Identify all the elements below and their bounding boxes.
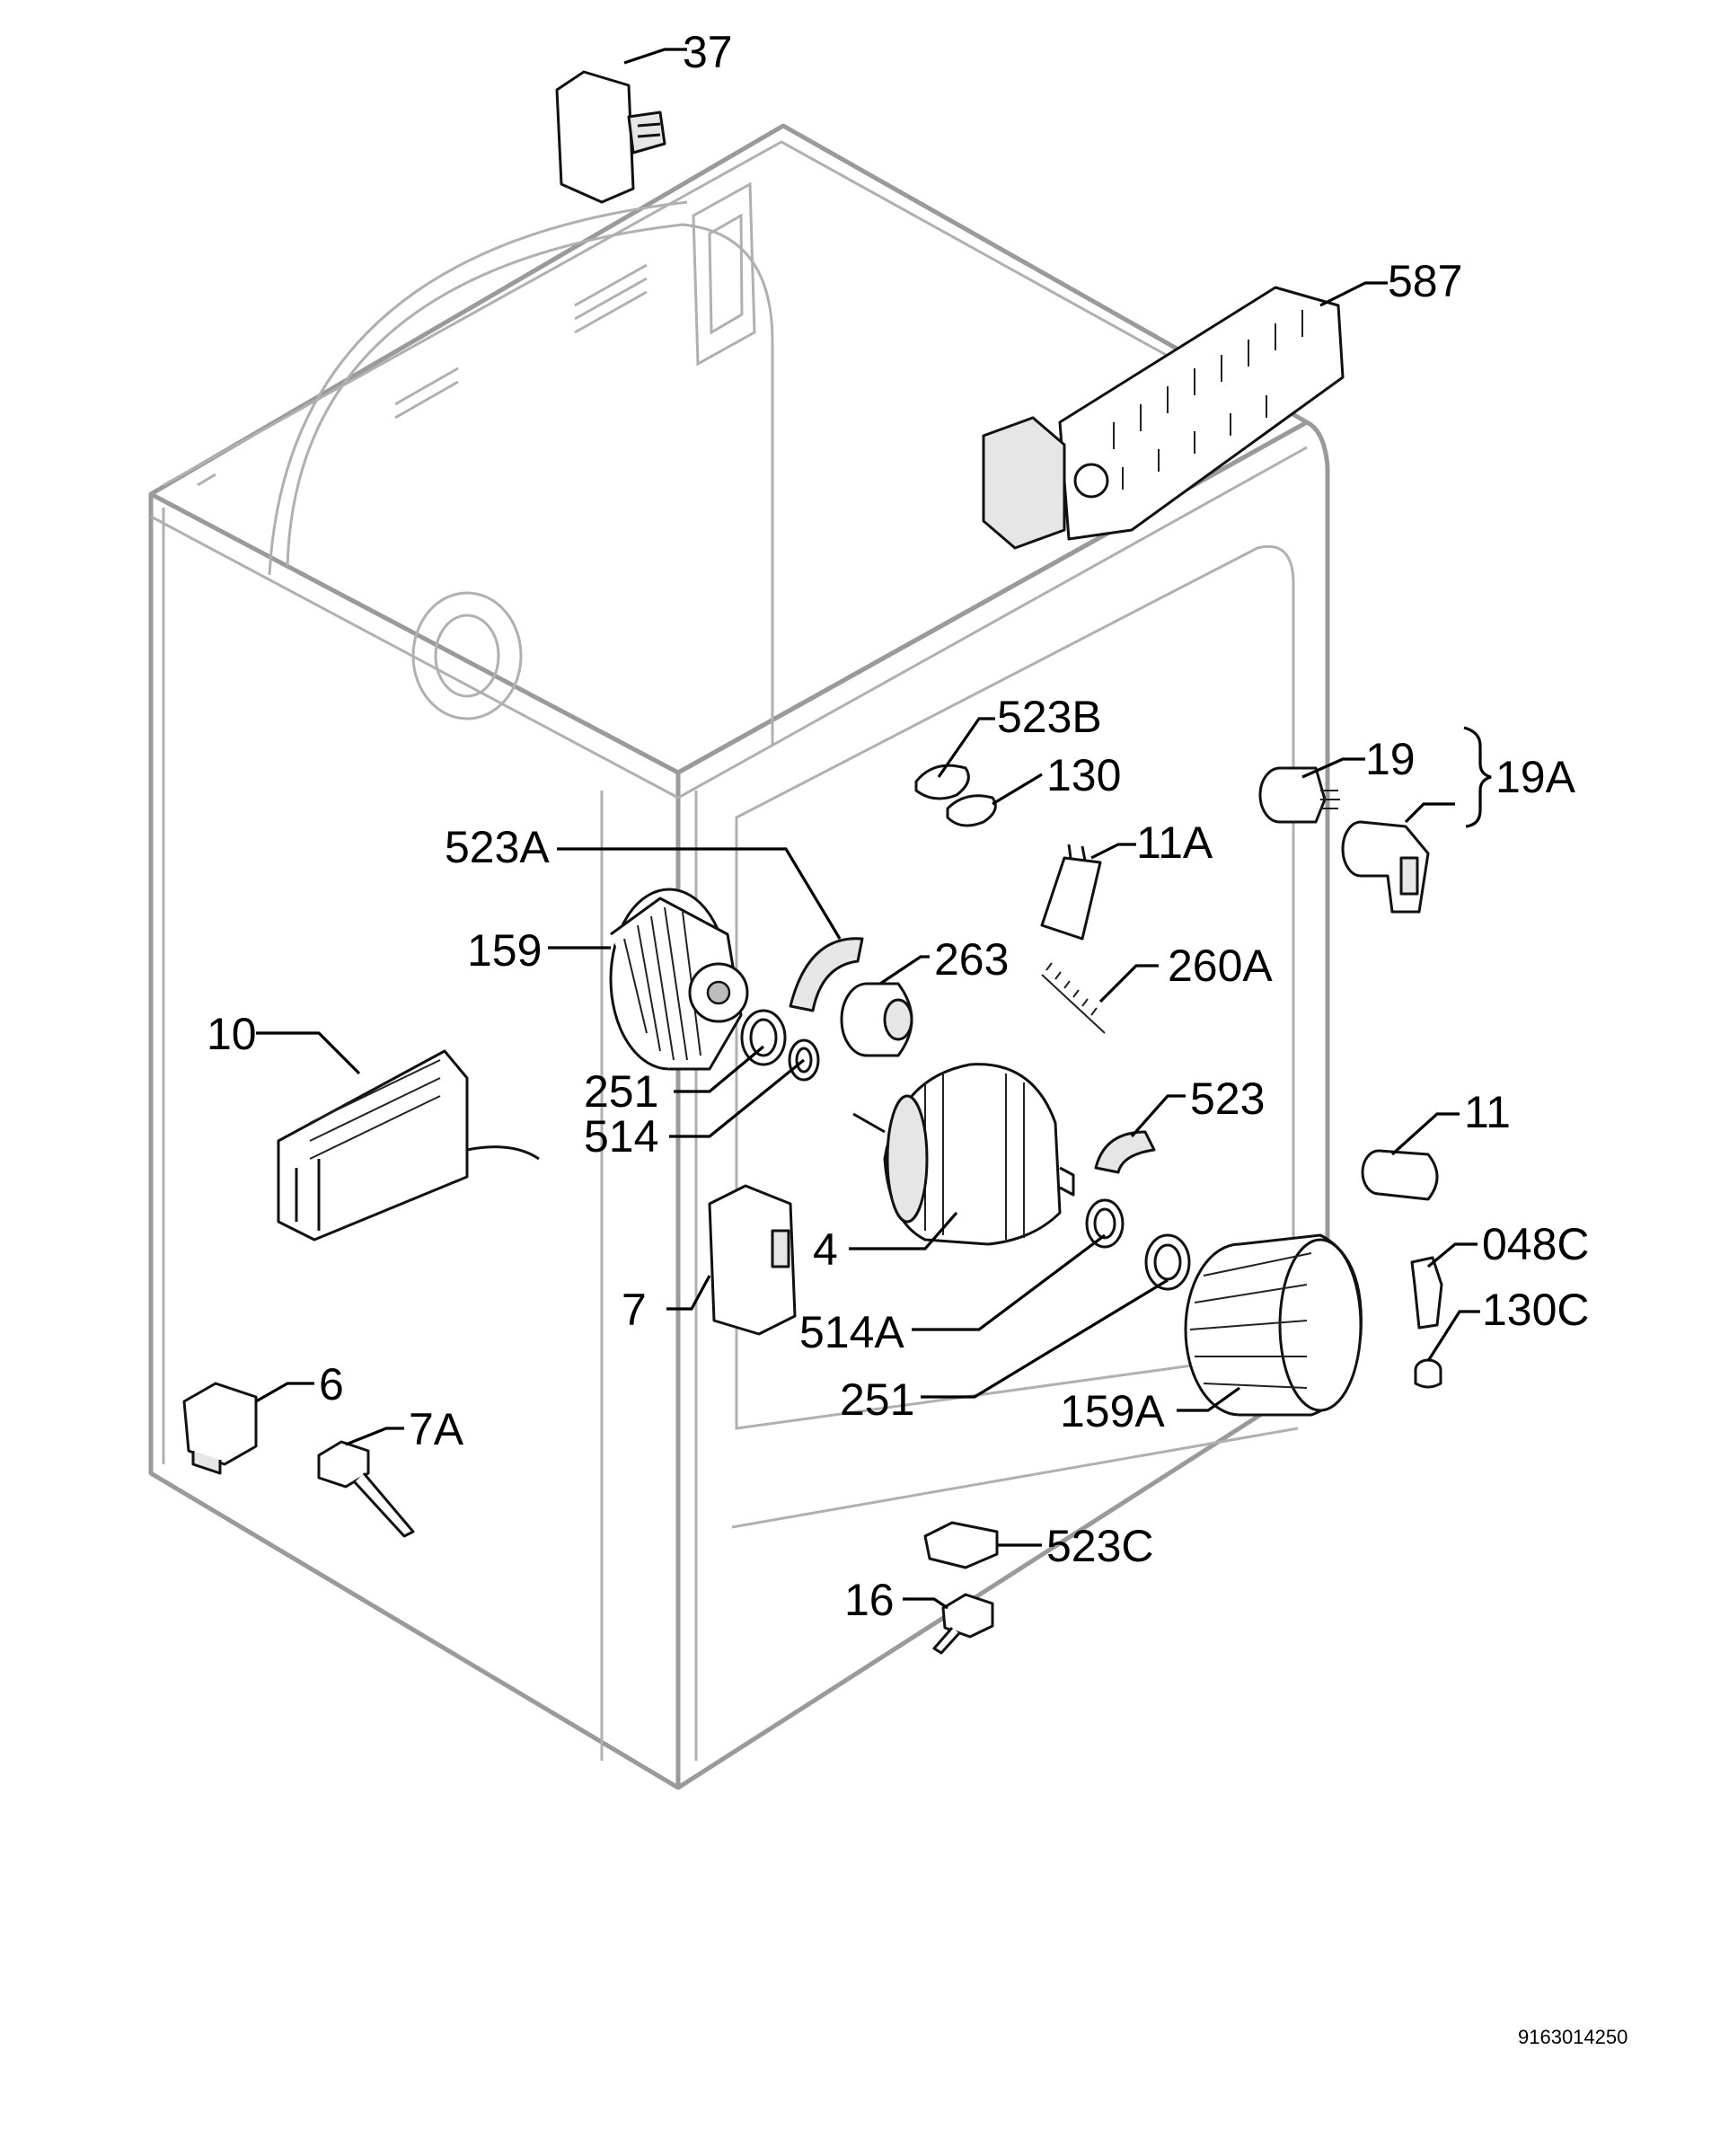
leader-lines	[255, 48, 1492, 1610]
part-37-switch	[555, 70, 666, 204]
part-523-clip	[1094, 1130, 1156, 1174]
callout-labels: 37 587 523B 130 19 19A 523A 11A 159 263 …	[207, 27, 1628, 2048]
callout-6: 6	[319, 1359, 344, 1409]
part-159-fan-wheel	[609, 888, 749, 1071]
callout-19A: 19A	[1495, 752, 1576, 802]
part-587-control-board	[982, 286, 1345, 550]
part-130C-nut	[1414, 1358, 1442, 1389]
callout-048C: 048C	[1482, 1219, 1590, 1269]
callout-523C: 523C	[1046, 1521, 1154, 1571]
callout-130: 130	[1046, 750, 1121, 800]
callout-11A: 11A	[1136, 817, 1213, 868]
part-159A-blower-fan	[1184, 1233, 1363, 1417]
callout-11: 11	[1464, 1087, 1511, 1137]
callout-10: 10	[207, 1009, 257, 1059]
part-16-microswitch	[932, 1593, 994, 1655]
callout-523B: 523B	[997, 692, 1102, 742]
part-11-capacitor	[1361, 1149, 1439, 1201]
callout-251-lower: 251	[840, 1374, 914, 1425]
callout-16: 16	[844, 1575, 895, 1625]
part-251-bearing-lower	[1144, 1233, 1191, 1291]
part-523A-clip	[789, 937, 864, 1012]
callout-4: 4	[813, 1224, 838, 1275]
callout-130C: 130C	[1482, 1285, 1590, 1335]
callout-159A: 159A	[1060, 1386, 1165, 1436]
part-048C-connector	[1410, 1256, 1443, 1330]
callout-523: 523	[1190, 1074, 1265, 1124]
part-6-component	[182, 1382, 258, 1475]
part-263-pulley	[840, 982, 913, 1057]
part-19-sensor	[1258, 766, 1340, 824]
callout-587: 587	[1388, 256, 1462, 306]
callout-514: 514	[584, 1111, 658, 1162]
callout-523A: 523A	[445, 822, 550, 872]
part-4-motor	[852, 1063, 1075, 1246]
part-130-washer	[946, 794, 997, 827]
callout-7: 7	[622, 1285, 647, 1335]
part-260A-spring	[1041, 962, 1106, 1034]
callout-251-upper: 251	[584, 1066, 658, 1117]
callout-19: 19	[1365, 734, 1416, 784]
part-251-bearing-upper	[740, 1009, 787, 1066]
callout-263: 263	[934, 934, 1009, 985]
callout-514A: 514A	[799, 1307, 904, 1357]
part-7-door-lock	[708, 1184, 797, 1336]
callout-159: 159	[467, 925, 542, 976]
part-523C-bracket	[923, 1521, 999, 1569]
callout-7A: 7A	[409, 1404, 464, 1454]
part-19A-sensor-holder	[1341, 820, 1430, 914]
part-514A-ring-lower	[1085, 1198, 1125, 1249]
part-11A-capacitor	[1040, 844, 1102, 941]
part-523B-clip	[914, 764, 970, 800]
callout-260A: 260A	[1168, 941, 1273, 991]
callout-37: 37	[683, 27, 733, 77]
doc-number: 9163014250	[1518, 2026, 1628, 2048]
part-7A-microswitch	[317, 1440, 415, 1538]
part-10-heater	[277, 1049, 540, 1241]
cabinet-housing	[148, 123, 1330, 1790]
